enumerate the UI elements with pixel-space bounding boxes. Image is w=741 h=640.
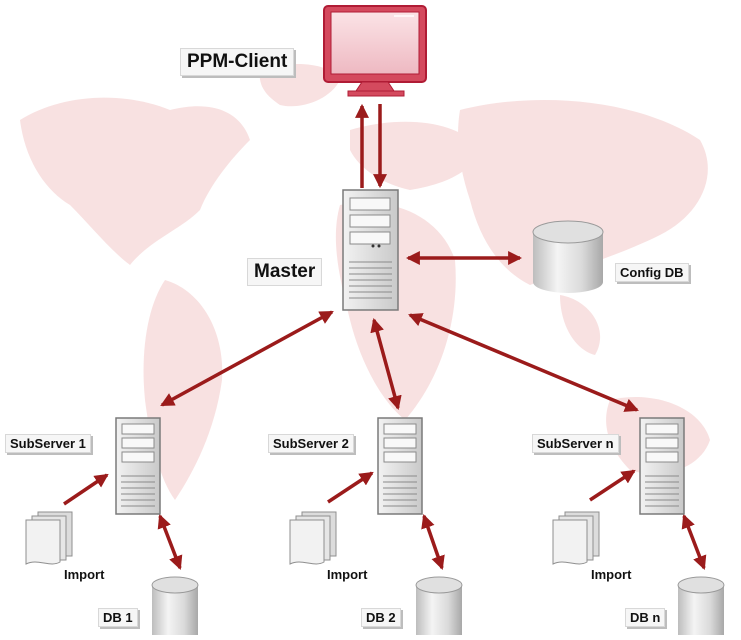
monitor-icon [323,5,427,97]
subserver-1-label: SubServer 1 [5,434,91,453]
arrow-master-subserver1 [160,310,334,407]
ppm-client-label: PPM-Client [180,48,295,76]
arrows [63,103,707,570]
subserver-2-label: SubServer 2 [268,434,354,453]
config-db-cylinder-icon [532,220,604,293]
arrow-subservern-dbn [681,514,707,570]
master-server-icon [342,189,399,311]
db-1-label: DB 1 [98,608,138,627]
import-documents-n-icon [552,511,600,565]
db-n-label: DB n [625,608,666,627]
master-label: Master [247,258,323,286]
import-2-label: Import [327,567,368,582]
arrow-import1-subserver1 [63,473,109,506]
arrow-import2-subserver2 [327,471,374,504]
arrow-subserver1-db1 [157,514,183,570]
subserver-2-icon [377,417,423,515]
db-2-cylinder-icon [415,576,463,635]
subserver-1-icon [115,417,161,515]
config-db-label: Config DB [615,263,689,282]
db-2-label: DB 2 [361,608,401,627]
arrow-subserver2-db2 [421,514,445,570]
import-1-label: Import [64,567,105,582]
import-documents-1-icon [25,511,73,565]
subserver-n-icon [639,417,685,515]
db-n-cylinder-icon [677,576,725,635]
arrow-importn-subservern [589,469,636,502]
db-1-cylinder-icon [151,576,199,635]
import-documents-2-icon [289,511,337,565]
import-n-label: Import [591,567,632,582]
subserver-n-label: SubServer n [532,434,619,453]
arrow-master-subserver2 [370,317,402,411]
arrow-master-subservern [408,313,639,412]
